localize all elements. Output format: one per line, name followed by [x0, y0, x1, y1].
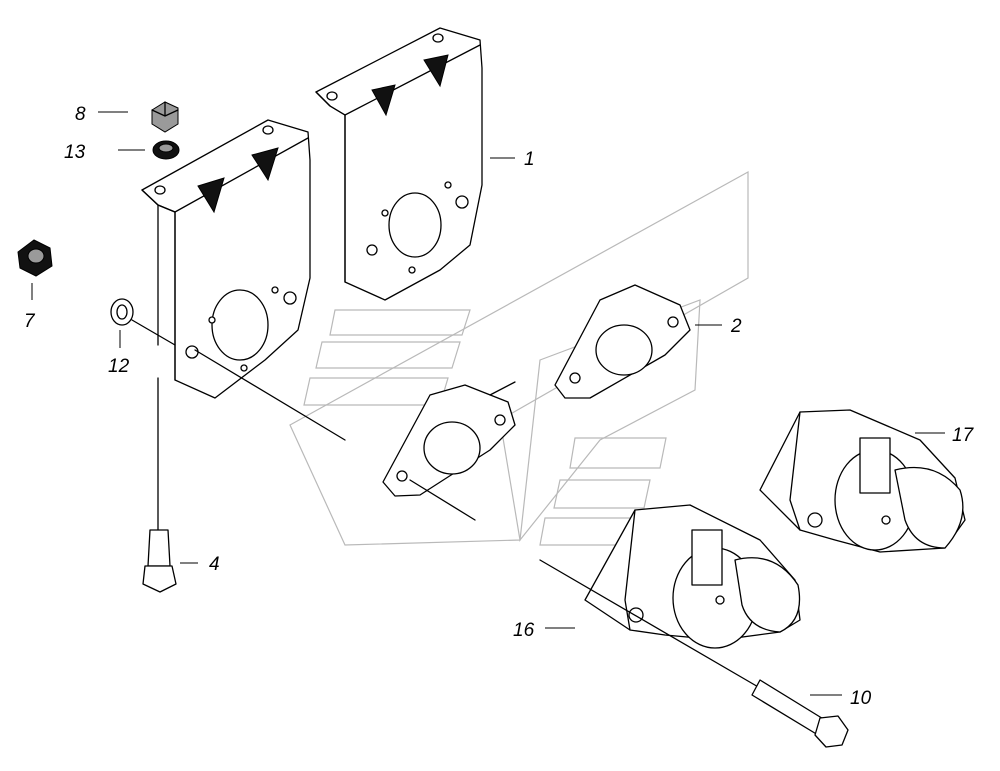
bracket-front	[141, 119, 311, 399]
bracket-part-1	[315, 27, 483, 301]
callout-12: 12	[108, 356, 130, 377]
bolt-part-10	[539, 559, 849, 748]
washer-part-13	[152, 140, 180, 160]
nut-part-7	[17, 239, 53, 277]
callout-17: 17	[952, 425, 975, 446]
leader-lines	[31, 111, 945, 696]
callout-16: 16	[513, 620, 535, 641]
socket-part-17	[759, 409, 966, 553]
gasket-part-2	[554, 284, 691, 399]
callout-7: 7	[24, 311, 36, 332]
washer-part-12	[110, 298, 176, 346]
socket-part-16	[584, 504, 801, 649]
gasket-front	[382, 384, 516, 497]
callout-2: 2	[730, 316, 742, 337]
bolt-part-4	[142, 377, 177, 593]
callout-10: 10	[850, 688, 872, 709]
callout-4: 4	[209, 554, 220, 575]
callout-8: 8	[75, 104, 86, 125]
callout-13: 13	[64, 142, 86, 163]
callout-1: 1	[524, 149, 535, 170]
assembly-lines	[194, 349, 516, 521]
nut-part-8	[151, 101, 179, 133]
